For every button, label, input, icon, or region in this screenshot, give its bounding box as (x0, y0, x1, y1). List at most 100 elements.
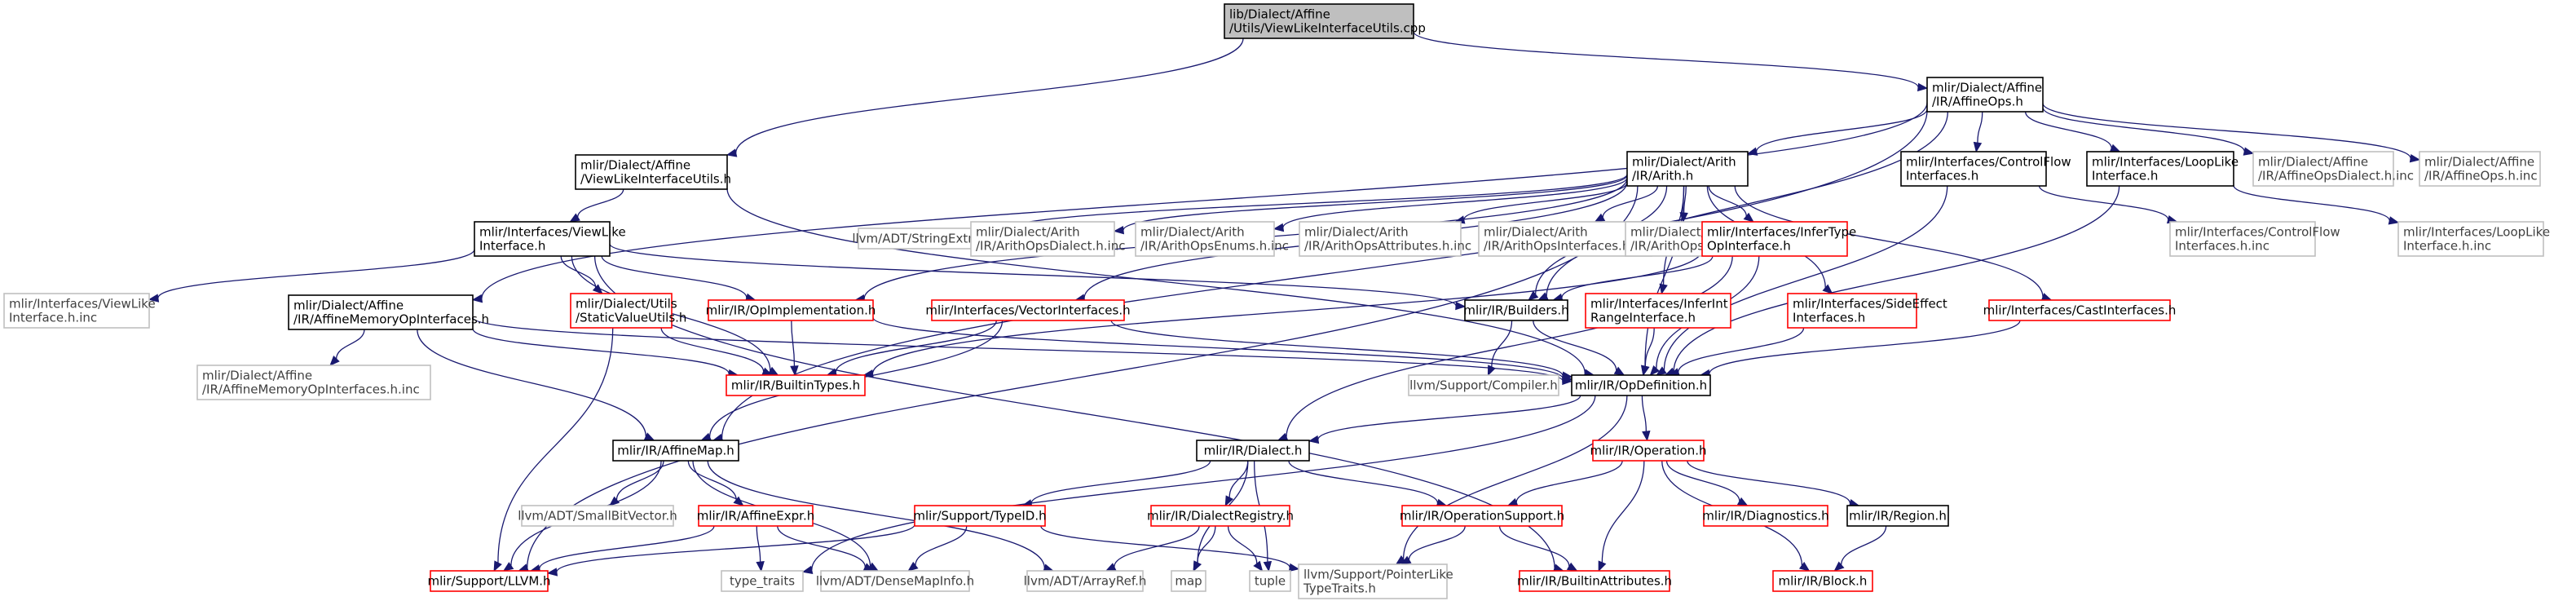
edge-line (1000, 174, 1628, 232)
node-densemapinfo[interactable]: llvm/ADT/DenseMapInfo.h (816, 570, 974, 592)
node-dialectreg[interactable]: mlir/IR/DialectRegistry.h (1147, 505, 1294, 527)
edge-line (777, 525, 866, 568)
node-affmemifaceinc[interactable]: mlir/Dialect/Affine/IR/AffineMemoryOpInt… (196, 365, 431, 400)
node-affineexpr[interactable]: mlir/IR/AffineExpr.h (697, 505, 815, 527)
edge-line (157, 249, 475, 298)
edge-arrowhead (801, 565, 814, 574)
edge-line (577, 188, 624, 218)
edge-arrowhead (1455, 301, 1467, 311)
node-builtintypes[interactable]: mlir/IR/BuiltinTypes.h (726, 374, 866, 396)
node-arithattrinc[interactable]: mlir/Dialect/Arith/IR/ArithOpsAttributes… (1299, 221, 1471, 257)
node-box (1464, 299, 1568, 321)
edge-line (527, 185, 1639, 568)
edge-arrowhead (471, 294, 483, 303)
node-affdialectinc[interactable]: mlir/Dialect/Affine/IR/AffineOpsDialect.… (2252, 151, 2414, 187)
edge-arrowhead (1263, 560, 1273, 572)
node-affmemiface[interactable]: mlir/Dialect/Affine/IR/AffineMemoryOpInt… (288, 294, 489, 330)
node-block[interactable]: mlir/IR/Block.h (1772, 570, 1873, 592)
node-typeid[interactable]: mlir/Support/TypeID.h (913, 505, 1047, 527)
node-label-line: Interfaces.h.inc (2175, 239, 2269, 254)
node-label-line: /IR/AffineOps.h (1932, 95, 2023, 109)
node-box (1787, 293, 1917, 329)
edge-line (1413, 31, 1919, 88)
node-label-line: OpInterface.h (1707, 239, 1791, 254)
node-vectoriface[interactable]: mlir/Interfaces/VectorInterfaces.h (925, 299, 1131, 321)
node-label-line: /IR/AffineOps.h.inc (2424, 169, 2538, 183)
node-box (726, 374, 866, 396)
edge-arrowhead (2388, 216, 2400, 225)
node-box (1926, 77, 2044, 113)
node-builtinattrs[interactable]: mlir/IR/BuiltinAttributes.h (1517, 570, 1672, 592)
node-typetraits[interactable]: type_traits (721, 570, 804, 592)
edge-arrowhead (1487, 365, 1496, 377)
edge-affmemiface-to-affmemifaceinc (329, 329, 365, 366)
node-label-line: mlir/IR/DialectRegistry.h (1147, 509, 1294, 524)
node-cflowinc[interactable]: mlir/Interfaces/ControlFlowInterfaces.h.… (2169, 221, 2340, 257)
node-arithifaceinc[interactable]: mlir/Dialect/Arith/IR/ArithOpsInterfaces… (1478, 221, 1652, 257)
node-region[interactable]: mlir/IR/Region.h (1846, 505, 1949, 527)
node-map[interactable]: map (1171, 570, 1206, 592)
edge-affmemiface-to-builtintypes (472, 328, 739, 378)
node-box (970, 221, 1115, 257)
node-smallbitvector[interactable]: llvm/ADT/SmallBitVector.h (518, 505, 677, 527)
node-label-line: mlir/Interfaces/CastInterfaces.h (1983, 303, 2177, 318)
edge-line (1683, 185, 1687, 214)
edge-arrowhead (2243, 147, 2255, 156)
node-affinemap[interactable]: mlir/IR/AffineMap.h (612, 440, 739, 462)
node-opsupport[interactable]: mlir/IR/OperationSupport.h (1400, 505, 1564, 527)
edge-sideeffect-to-opdef (1669, 327, 1805, 377)
node-llvmh[interactable]: mlir/Support/LLVM.h (427, 570, 551, 592)
node-opdef[interactable]: mlir/IR/OpDefinition.h (1571, 374, 1711, 396)
node-arith[interactable]: mlir/Dialect/Arith/IR/Arith.h (1626, 151, 1749, 187)
edge-line (756, 525, 761, 563)
node-affopsinc[interactable]: mlir/Dialect/Affine/IR/AffineOps.h.inc (2419, 151, 2541, 187)
node-label-line: mlir/Interfaces/ControlFlow (2175, 225, 2340, 240)
edge-arrowhead (1743, 212, 1754, 223)
node-label-line: /IR/ArithOpsDialect.h.inc (976, 239, 1125, 254)
node-vliu[interactable]: mlir/Dialect/Affine/ViewLikeInterfaceUti… (575, 154, 731, 190)
node-tuple[interactable]: tuple (1249, 570, 1291, 592)
node-arrayref[interactable]: llvm/ADT/ArrayRef.h (1024, 570, 1147, 592)
node-label-line: mlir/IR/Block.h (1779, 574, 1868, 589)
node-box (1298, 563, 1448, 599)
edge-line (1663, 185, 1948, 371)
edge-inferint-to-opdef (1641, 327, 1655, 377)
node-dialect[interactable]: mlir/IR/Dialect.h (1196, 440, 1310, 462)
node-viewlike[interactable]: mlir/Interfaces/ViewLikeInterface.h (474, 221, 626, 257)
edge-line (1402, 395, 1628, 559)
node-label-line: mlir/Interfaces/InferInt (1590, 297, 1728, 312)
node-affineops[interactable]: mlir/Dialect/Affine/IR/AffineOps.h (1926, 77, 2044, 113)
node-compiler[interactable]: llvm/Support/Compiler.h (1408, 374, 1559, 396)
node-opimpl[interactable]: mlir/IR/OpImplementation.h (706, 299, 876, 321)
node-root[interactable]: lib/Dialect/Affine/Utils/ViewLikeInterfa… (1224, 3, 1426, 39)
node-staticvalue[interactable]: mlir/Dialect/Utils/StaticValueUtils.h (570, 293, 686, 329)
node-box (1401, 505, 1563, 527)
edge-line (726, 188, 1586, 373)
edge-opimpl-to-builtintypes (790, 320, 799, 377)
node-label-line: mlir/Support/LLVM.h (427, 574, 550, 589)
node-label-line: mlir/IR/Region.h (1849, 509, 1947, 524)
edge-line (2233, 185, 2390, 221)
edge-line (735, 38, 1244, 153)
node-arithenumsinc[interactable]: mlir/Dialect/Arith/IR/ArithOpsEnums.h.in… (1135, 221, 1289, 257)
node-label-line: /IR/AffineMemoryOpInterfaces.h.inc (202, 382, 420, 397)
edge-line (1123, 175, 1628, 231)
edge-affineops-to-looplike (2024, 111, 2121, 152)
edge-arrowhead (1506, 497, 1519, 506)
node-builders[interactable]: mlir/IR/Builders.h (1463, 299, 1569, 321)
node-diagnostics[interactable]: mlir/IR/Diagnostics.h (1702, 505, 1829, 527)
node-operation[interactable]: mlir/IR/Operation.h (1590, 440, 1707, 462)
node-castiface[interactable]: mlir/Interfaces/CastInterfaces.h (1983, 299, 2177, 321)
node-viewlikeinc[interactable]: mlir/Interfaces/ViewLikeInterface.h.inc (3, 293, 156, 329)
edge-line (1286, 255, 1733, 437)
node-arithdialectinc[interactable]: mlir/Dialect/Arith/IR/ArithOpsDialect.h.… (970, 221, 1125, 257)
node-stringextras[interactable]: llvm/ADT/StringExtras.h (852, 228, 999, 250)
node-box (1703, 505, 1828, 527)
